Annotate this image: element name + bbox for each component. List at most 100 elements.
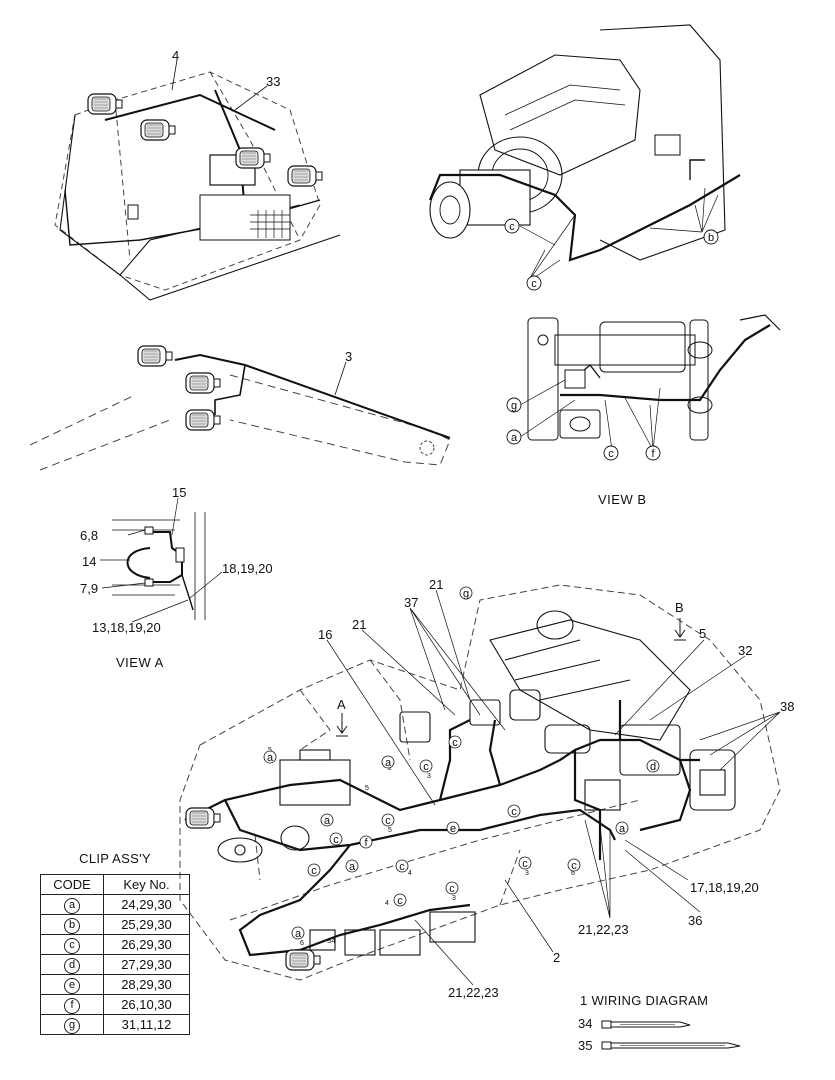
- svg-text:6: 6: [571, 870, 575, 877]
- view-a-title: VIEW A: [116, 655, 164, 670]
- clip-marker-c: c: [504, 218, 520, 234]
- table-header-key-no: Key No.: [103, 874, 190, 895]
- engine-diagram: [428, 24, 741, 262]
- svg-text:a: a: [511, 432, 518, 444]
- work-lamp-icon: [87, 93, 123, 115]
- main-clip-marker-a: a: [320, 813, 334, 827]
- main-clip-marker-f: f: [359, 835, 373, 849]
- clip-code: b: [64, 917, 80, 934]
- rear-lamp-icon: [285, 949, 321, 971]
- clip-code: g: [64, 1017, 80, 1034]
- callout-36: 36: [688, 913, 702, 928]
- boom-diagram: [29, 353, 451, 471]
- view-a-leaders: [100, 497, 223, 623]
- svg-text:a: a: [324, 815, 331, 827]
- main-clip-marker-g: g: [459, 586, 473, 600]
- svg-text:c: c: [452, 737, 458, 749]
- callout-21-22-23: 21,22,23: [448, 985, 499, 1000]
- main-clip-marker-c: c: [395, 859, 409, 873]
- svg-text:c: c: [449, 883, 455, 895]
- svg-text:a: a: [385, 757, 392, 769]
- svg-text:g: g: [511, 400, 517, 412]
- main-small-labels: 5 2 5 5 4 3 3 6 6 4 3 S4: [268, 747, 575, 947]
- view-a-label-7-9: 7,9: [80, 581, 98, 596]
- callout-5: 5: [699, 626, 706, 641]
- main-clip-marker-a: a: [291, 926, 305, 940]
- main-clip-marker-a: a: [381, 755, 395, 769]
- svg-text:4: 4: [385, 900, 389, 907]
- svg-text:a: a: [349, 861, 356, 873]
- main-leaders: [326, 589, 781, 986]
- svg-text:2: 2: [388, 765, 392, 772]
- table-row: a 24,29,30: [40, 894, 190, 915]
- view-a-diagram: [112, 512, 206, 620]
- front-lamp-icon: [185, 807, 221, 829]
- boom-lamp-icon: [137, 345, 173, 367]
- main-clip-marker-c: c: [419, 759, 433, 773]
- svg-text:c: c: [399, 861, 405, 873]
- main-clip-marker-c: c: [445, 881, 459, 895]
- svg-text:3: 3: [452, 895, 456, 902]
- callout-2: 2: [553, 950, 560, 965]
- work-lamp-icon: [140, 119, 176, 141]
- clip-keys: 26,29,30: [103, 934, 190, 955]
- svg-text:b: b: [708, 232, 714, 244]
- svg-text:3: 3: [525, 870, 529, 877]
- view-a-label-14: 14: [82, 554, 96, 569]
- main-clip-marker-e: e: [446, 821, 460, 835]
- svg-text:c: c: [522, 858, 528, 870]
- main-clip-marker-d: d: [646, 759, 660, 773]
- svg-text:c: c: [333, 834, 339, 846]
- table-row: c 26,29,30: [40, 934, 190, 955]
- svg-text:f: f: [651, 448, 655, 460]
- callout-b-arrow: B: [675, 600, 684, 615]
- main-clip-marker-c: c: [307, 863, 321, 877]
- svg-text:a: a: [267, 752, 274, 764]
- view-a-label-6-8: 6,8: [80, 528, 98, 543]
- clip-table-title: CLIP ASS'Y: [79, 851, 151, 866]
- clip-keys: 26,10,30: [103, 994, 190, 1015]
- svg-text:S4: S4: [327, 938, 336, 945]
- svg-text:a: a: [295, 928, 302, 940]
- svg-text:6: 6: [300, 940, 304, 947]
- cable-tie-35-label: 35: [578, 1038, 593, 1053]
- callout-37: 37: [404, 595, 418, 610]
- clip-code: a: [64, 897, 80, 914]
- main-clip-marker-c: c: [448, 735, 462, 749]
- clip-marker-g: g: [506, 397, 522, 413]
- clip-code: c: [64, 937, 80, 954]
- callout-3: 3: [345, 349, 352, 364]
- main-clip-marker-c: c: [567, 858, 581, 872]
- clip-code: e: [64, 977, 80, 994]
- cable-tie-35-icon: [601, 1041, 741, 1050]
- svg-text:g: g: [463, 588, 469, 600]
- clip-keys: 24,29,30: [103, 894, 190, 915]
- wiring-diagram-title: 1 WIRING DIAGRAM: [580, 993, 709, 1008]
- clip-code: d: [64, 957, 80, 974]
- svg-text:4: 4: [408, 870, 412, 877]
- svg-text:c: c: [608, 448, 614, 460]
- clip-marker-b: b: [703, 229, 719, 245]
- cable-tie-34-icon: [601, 1020, 691, 1029]
- clip-code: f: [64, 997, 80, 1014]
- view-a-label-15: 15: [172, 485, 186, 500]
- callout-21-22-23: 21,22,23: [578, 922, 629, 937]
- machine-solid-parts: [217, 610, 736, 956]
- view-a-arrow-icon: [336, 713, 348, 737]
- view-b-arrow-icon: [674, 618, 686, 641]
- clip-keys: 31,11,12: [103, 1014, 190, 1035]
- view-a-label-13-18-19-20: 13,18,19,20: [92, 620, 161, 635]
- callout-4: 4: [172, 48, 179, 63]
- view-b-diagram: [527, 314, 781, 441]
- main-clip-marker-a: a: [615, 821, 629, 835]
- clip-marker-c: c: [526, 275, 542, 291]
- svg-text:f: f: [364, 837, 368, 849]
- machine-diagram: [179, 584, 781, 981]
- main-clip-marker-c: c: [507, 804, 521, 818]
- clip-marker-a: a: [506, 429, 522, 445]
- callout-33: 33: [266, 74, 280, 89]
